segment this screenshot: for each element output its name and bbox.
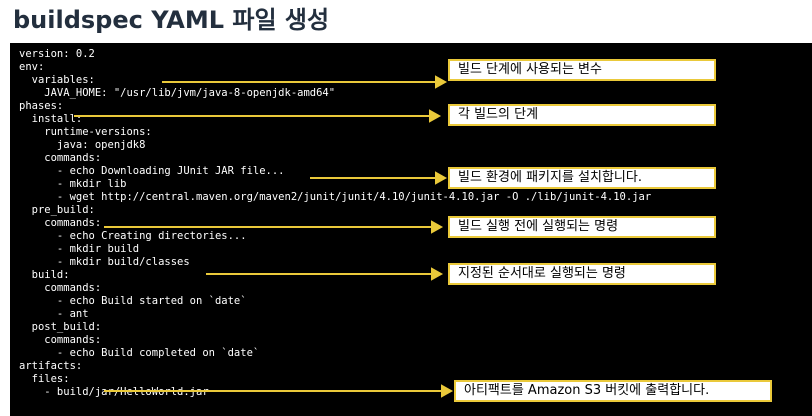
callout-install-commands: 빌드 환경에 패키지를 설치합니다. [448,167,716,189]
code-line-build: build: [19,269,70,281]
code-line-java-runtime: java: openjdk8 [19,139,146,151]
callout-pre-build: 빌드 실행 전에 실행되는 명령 [448,216,716,238]
code-line-files: files: [19,373,70,385]
code-line-runtime-versions: runtime-versions: [19,126,152,138]
code-line-pre-build-commands: commands: [19,217,102,229]
slide-title: buildspec YAML 파일 생성 [13,6,330,34]
code-line-version: version: 0.2 [19,48,95,60]
callout-variables: 빌드 단계에 사용되는 변수 [448,59,716,81]
code-line-ant: - ant [19,308,89,320]
code-line-java-home: JAVA_HOME: "/usr/lib/jvm/java-8-openjdk-… [19,87,336,99]
code-line-install: install: [19,113,83,125]
code-line-artifacts: artifacts: [19,360,83,372]
code-line-mkdir-lib: - mkdir lib [19,178,127,190]
code-line-mkdir-build: - mkdir build [19,243,140,255]
code-line-pre-build: pre_build: [19,204,95,216]
code-line-phases: phases: [19,100,64,112]
code-line-post-build-commands: commands: [19,334,102,346]
callout-build-phases: 각 빌드의 단계 [448,104,716,126]
code-line-env: env: [19,61,45,73]
code-line-variables: variables: [19,74,95,86]
code-line-post-build: post_build: [19,321,102,333]
code-line-echo-build-completed: - echo Build completed on `date` [19,347,260,359]
code-line-wget: - wget http://central.maven.org/maven2/j… [19,191,652,203]
code-line-echo-build-started: - echo Build started on `date` [19,295,247,307]
code-line-jar-file: - build/jar/HelloWorld.jar [19,386,209,398]
code-line-echo-creating: - echo Creating directories... [19,230,247,242]
code-line-build-commands: commands: [19,282,102,294]
code-line-echo-download: - echo Downloading JUnit JAR file... [19,165,285,177]
callout-artifacts: 아티팩트를 Amazon S3 버킷에 출력합니다. [454,380,772,402]
callout-ordered-commands: 지정된 순서대로 실행되는 명령 [448,263,716,285]
code-line-install-commands: commands: [19,152,102,164]
code-line-mkdir-classes: - mkdir build/classes [19,256,190,268]
